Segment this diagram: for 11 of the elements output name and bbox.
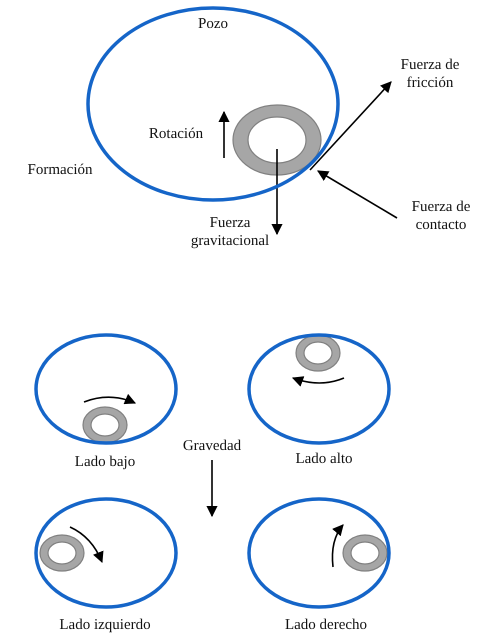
position-caption: Lado alto xyxy=(295,450,353,468)
position-caption: Lado derecho xyxy=(284,616,368,634)
force-label: Fuerza gravitacional xyxy=(190,214,270,250)
wellbore-label: Pozo xyxy=(198,15,228,33)
force-label: Rotación xyxy=(148,125,204,143)
force-label: Gravedad xyxy=(182,437,242,455)
force-label: Fuerza de fricción xyxy=(400,56,460,92)
position-caption: Lado izquierdo xyxy=(59,616,151,634)
force-label: Formación xyxy=(28,161,92,179)
position-caption: Lado bajo xyxy=(74,453,136,471)
force-label: Fuerza de contacto xyxy=(410,198,472,234)
